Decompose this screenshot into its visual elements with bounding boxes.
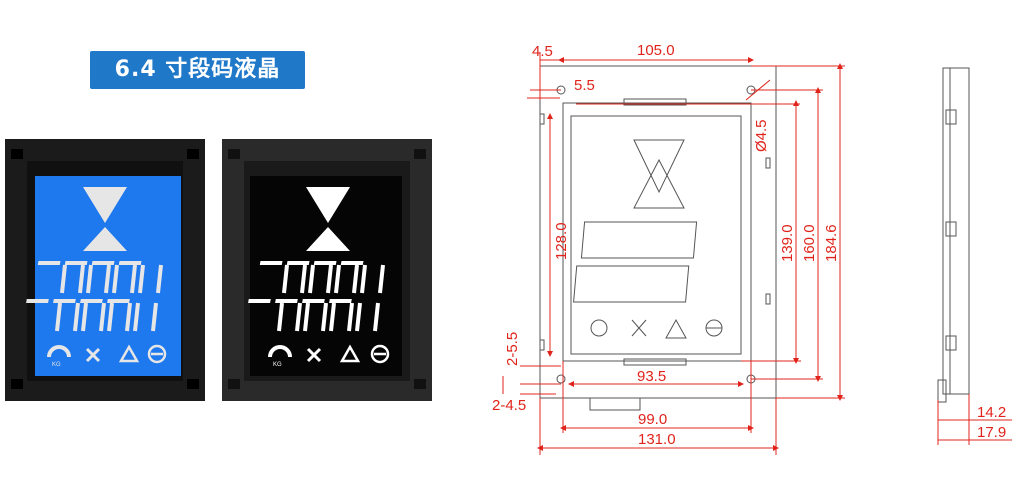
dim-side1: 14.2: [977, 404, 1006, 421]
dim-side2: 17.9: [977, 424, 1006, 441]
dim-hole-dia: Ø4.5: [753, 119, 770, 152]
page-title: 6.4 寸段码液晶: [90, 51, 305, 89]
dim-left-small2: 2-4.5: [492, 397, 526, 414]
lcd-photo-blue: KG: [5, 139, 205, 401]
lcd-segments: [26, 187, 163, 332]
dimension-labels: 4.5 105.0 5.5 Ø4.5 128.0 139.0 160.0 184…: [492, 42, 1006, 448]
dim-right-h2: 160.0: [801, 224, 818, 262]
digit-row-2: [26, 299, 158, 332]
lcd-segments: [248, 187, 385, 332]
dim-bottom2: 99.0: [638, 411, 667, 428]
warning-fire-icon: [339, 344, 361, 363]
digit-row-2: [248, 299, 380, 332]
digit-row-1: [37, 261, 163, 294]
segment-sketch: [573, 139, 723, 339]
no-entry-icon: [147, 344, 167, 364]
dimension-lines: [502, 52, 1012, 455]
pcb-outline: [539, 65, 777, 399]
dim-hole-offset: 5.5: [574, 77, 595, 94]
dim-bottom3: 131.0: [638, 431, 676, 448]
warning-fire-icon: [118, 344, 140, 363]
dimension-drawing: 4.5 105.0 5.5 Ø4.5 128.0 139.0 160.0 184…: [492, 42, 1012, 455]
dim-top-width: 105.0: [637, 42, 675, 59]
kg-gauge-icon: KG: [268, 345, 292, 368]
no-entry-icon: [370, 344, 390, 364]
lcd-photo-black: KG: [222, 139, 432, 401]
digit-row-1: [259, 261, 385, 294]
tools-icon: [306, 347, 322, 363]
viewing-area: [570, 115, 742, 355]
dim-left-small1: 2-5.5: [504, 332, 521, 366]
tools-icon: [85, 347, 101, 363]
glass-outline: [562, 102, 752, 362]
svg-text:KG: KG: [273, 362, 282, 368]
svg-text:KG: KG: [52, 362, 61, 368]
dim-right-h3: 184.6: [823, 224, 840, 262]
status-icons: KG: [268, 344, 390, 368]
kg-gauge-icon: KG: [47, 345, 71, 368]
dim-left-height: 128.0: [553, 222, 570, 260]
dim-right-h1: 139.0: [779, 224, 796, 262]
status-icons: KG: [47, 344, 167, 368]
side-view: [937, 67, 970, 403]
dim-top-left: 4.5: [532, 43, 553, 60]
dim-bottom1: 93.5: [637, 368, 666, 385]
